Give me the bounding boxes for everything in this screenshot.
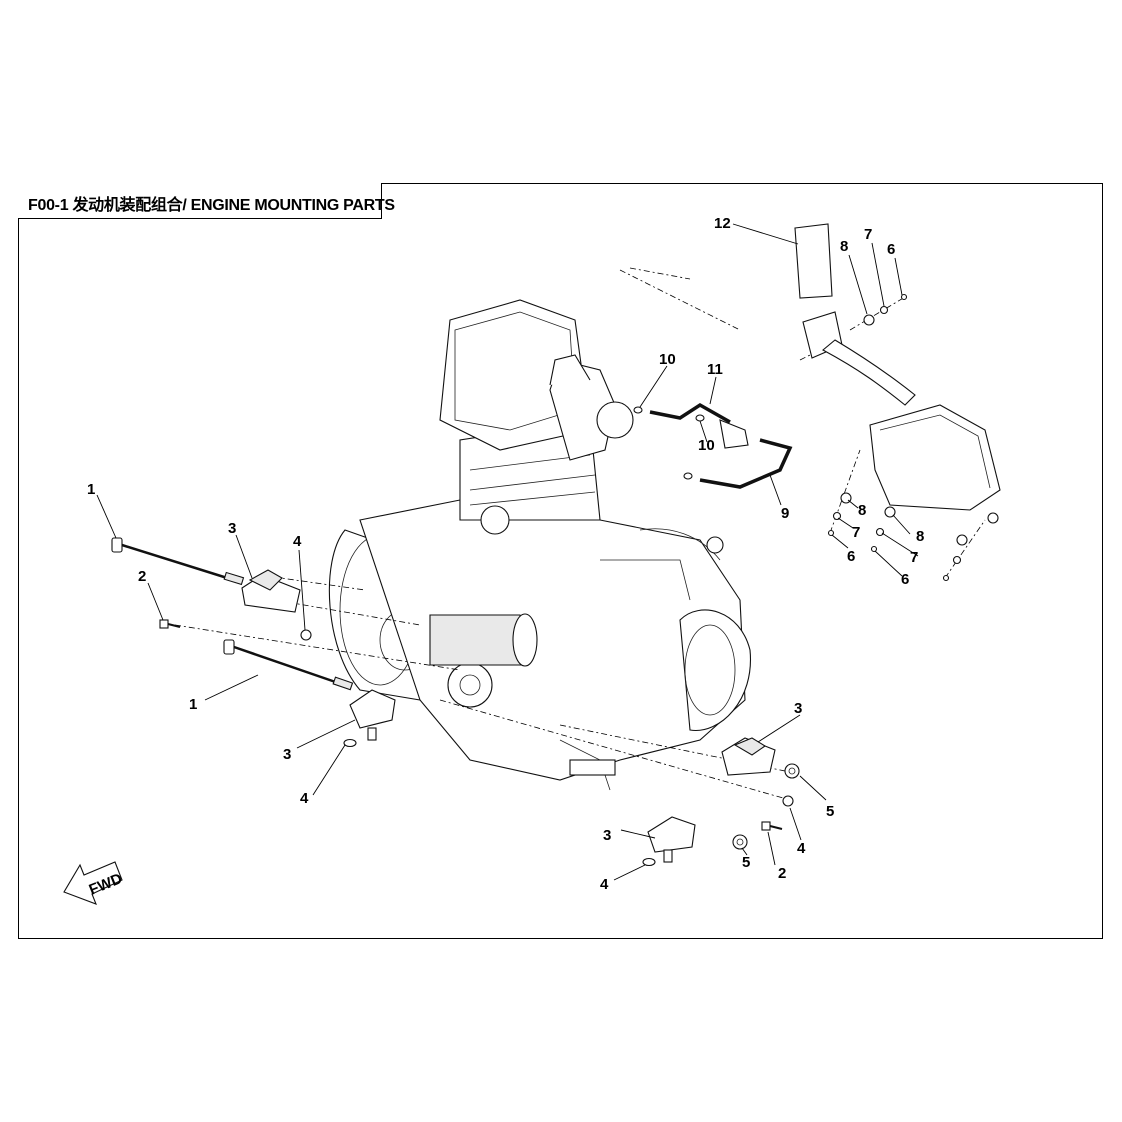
callout-3-a: 3 bbox=[228, 520, 236, 537]
callout-11: 11 bbox=[707, 361, 723, 378]
part-3-mount-b bbox=[349, 689, 396, 741]
page-title: F00-1 发动机装配组合/ ENGINE MOUNTING PARTS bbox=[28, 197, 395, 214]
callout-3-b: 3 bbox=[283, 746, 291, 763]
callout-1-lower: 1 bbox=[189, 696, 197, 713]
callout-10-lower: 10 bbox=[698, 437, 715, 454]
callout-5-b: 5 bbox=[742, 854, 750, 871]
callout-4-a: 4 bbox=[293, 533, 302, 550]
part-12-gasket bbox=[794, 223, 833, 299]
callout-8-mid: 8 bbox=[858, 502, 866, 519]
callout-1-upper: 1 bbox=[87, 481, 95, 498]
callout-labels: 1 1 2 2 3 3 3 3 4 4 4 4 5 5 6 6 6 7 7 7 … bbox=[87, 215, 924, 893]
callout-4-c: 4 bbox=[797, 840, 806, 857]
fwd-arrow-icon: FWD bbox=[63, 861, 125, 905]
callout-4-b: 4 bbox=[300, 790, 309, 807]
part-3-mount-d bbox=[647, 816, 696, 863]
part-11-hose bbox=[649, 402, 749, 449]
callout-6-right: 6 bbox=[901, 571, 909, 588]
part-2-bolt-right bbox=[761, 821, 783, 831]
part-1-bolt-upper bbox=[111, 537, 245, 586]
callout-9: 9 bbox=[781, 505, 789, 522]
callout-6-top: 6 bbox=[887, 241, 895, 258]
callout-7-top: 7 bbox=[864, 226, 872, 243]
part-10-clamps bbox=[633, 406, 705, 480]
muffler-assembly bbox=[802, 311, 1001, 524]
muffler-fasteners bbox=[827, 293, 968, 582]
callout-2-left: 2 bbox=[138, 568, 146, 585]
title-box: F00-1 发动机装配组合/ ENGINE MOUNTING PARTS bbox=[18, 183, 395, 219]
part-4-nut-a bbox=[300, 629, 312, 641]
callout-5-a: 5 bbox=[826, 803, 834, 820]
part-4-clip-d bbox=[642, 857, 656, 867]
part-5-nut-b bbox=[732, 834, 748, 850]
part-3-mount-a bbox=[241, 569, 301, 613]
leader-lines bbox=[96, 223, 919, 881]
callout-3-d: 3 bbox=[603, 827, 611, 844]
callout-6-mid: 6 bbox=[847, 548, 855, 565]
part-4-nut-c bbox=[782, 795, 794, 807]
callout-8-top: 8 bbox=[840, 238, 848, 255]
callout-3-c: 3 bbox=[794, 700, 802, 717]
part-4-clip-b bbox=[343, 738, 357, 748]
part-3-mount-c bbox=[721, 737, 776, 776]
callout-7-right: 7 bbox=[910, 549, 918, 566]
callout-4-d: 4 bbox=[600, 876, 609, 893]
callout-2-right: 2 bbox=[778, 865, 786, 882]
part-5-nut-a bbox=[784, 763, 800, 779]
callout-12: 12 bbox=[714, 215, 731, 232]
diagram-frame bbox=[18, 183, 1103, 939]
engine-assembly bbox=[328, 299, 751, 791]
callout-8-right: 8 bbox=[916, 528, 924, 545]
callout-10-upper: 10 bbox=[659, 351, 676, 368]
callout-7-mid: 7 bbox=[852, 524, 860, 541]
part-2-bolt-left bbox=[159, 619, 181, 629]
part-9-hose bbox=[699, 438, 793, 489]
part-1-bolt-lower bbox=[223, 639, 354, 691]
